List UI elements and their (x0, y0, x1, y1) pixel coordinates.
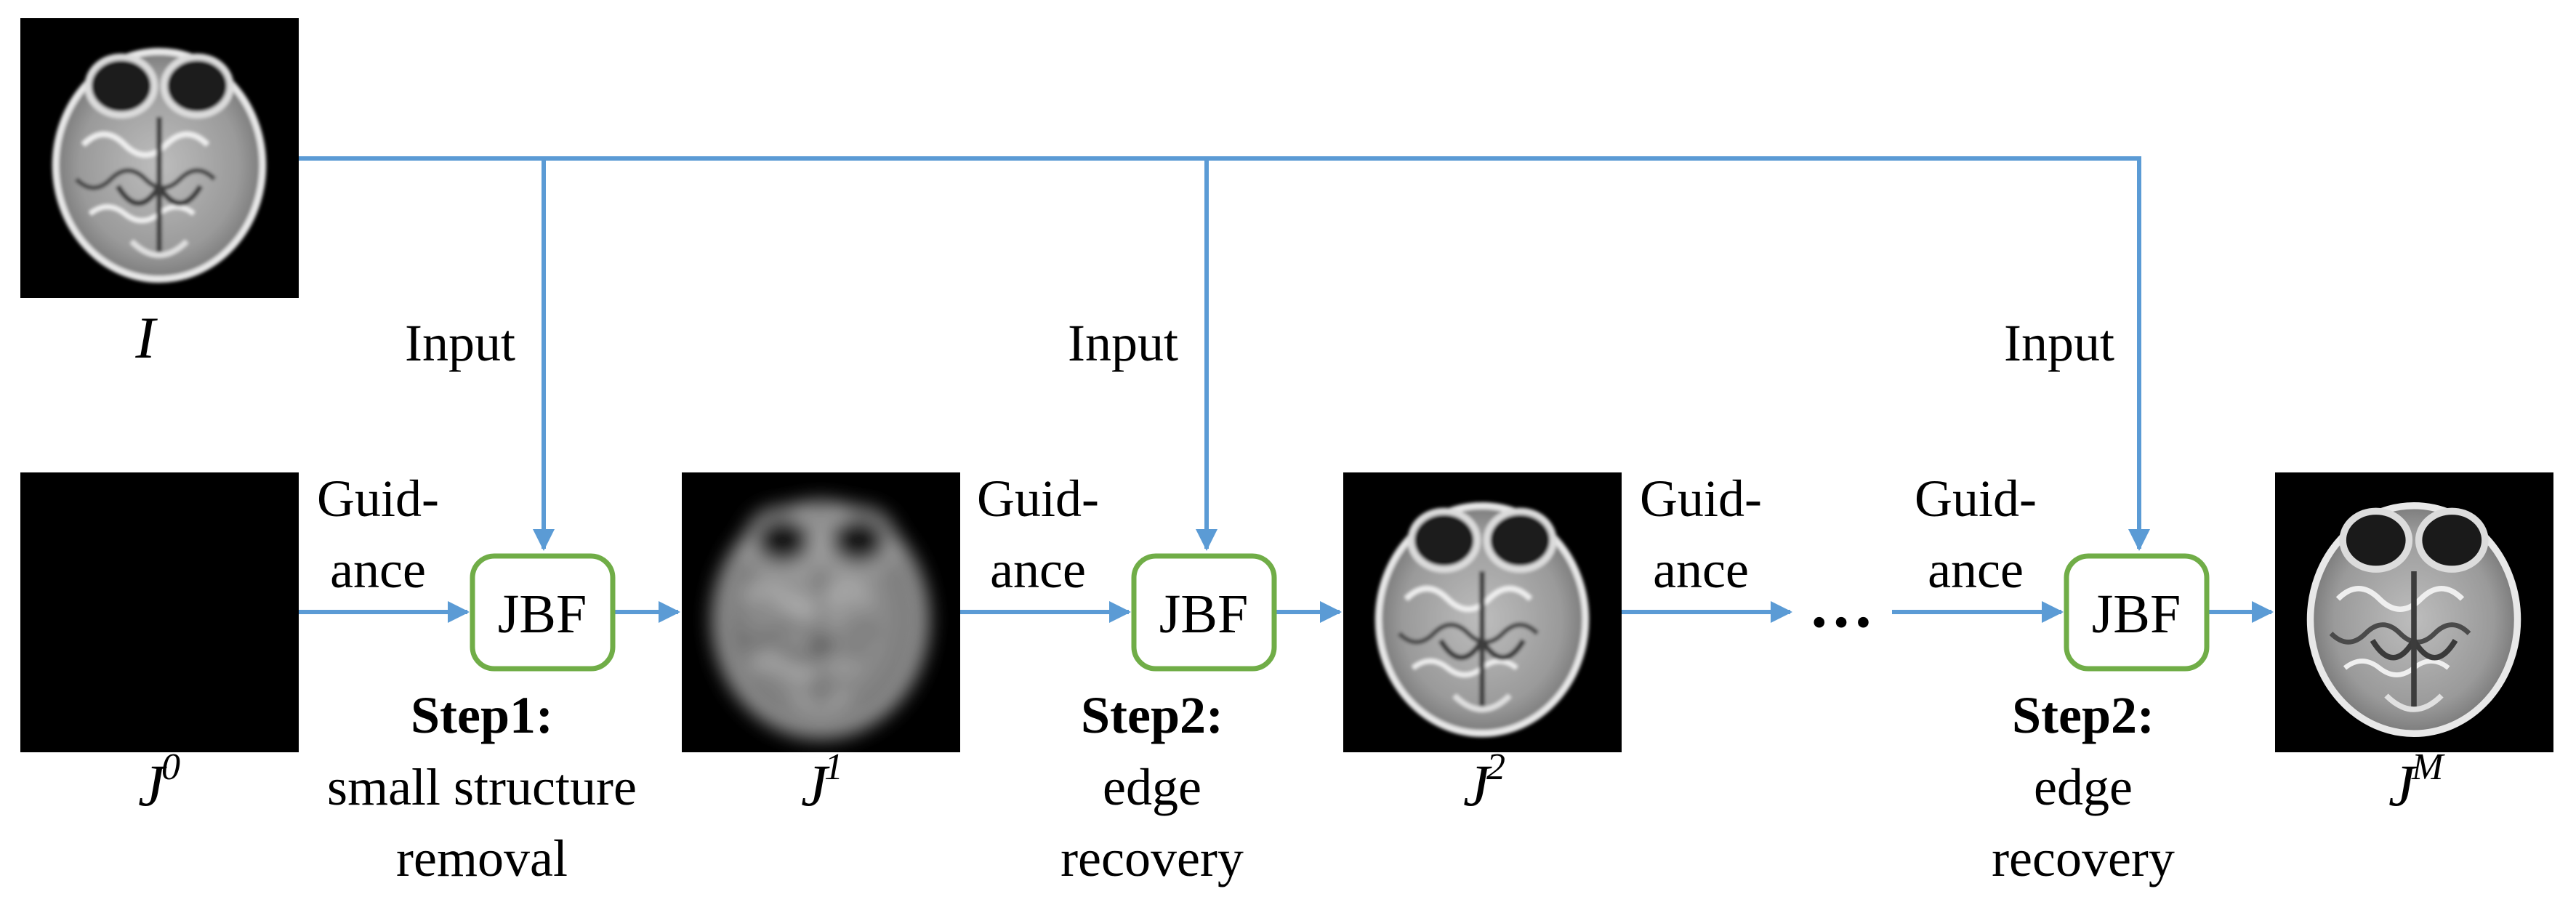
label-I: I (134, 305, 158, 371)
label-JM: J M (2388, 746, 2445, 818)
guidance-label-2-line2: ance (990, 541, 1086, 599)
label-J0-base: J (138, 752, 167, 818)
jbf-node-1: JBF (470, 553, 616, 672)
step2-desc-line1: edge (1103, 758, 1202, 816)
jbf-label-2: JBF (1159, 584, 1249, 645)
step2-title: Step2: (1081, 686, 1223, 744)
label-J1-base: J (801, 752, 830, 818)
jbf-label-1: JBF (498, 584, 587, 645)
jbf-node-2: JBF (1131, 553, 1277, 672)
input-connector-lines (299, 156, 2150, 551)
image-JM (2275, 472, 2553, 752)
image-J2 (1343, 472, 1622, 752)
guidance-label-4-line2: ance (1928, 541, 2024, 599)
step1-desc-line2: removal (396, 829, 568, 887)
step1-title: Step1: (411, 686, 553, 744)
label-J2: J 2 (1463, 746, 1505, 818)
label-JM-base: J (2388, 752, 2418, 818)
guidance-label-4-line1: Guid- (1915, 470, 2037, 528)
guidance-label-3-line1: Guid- (1640, 470, 1762, 528)
label-J2-sup: 2 (1486, 746, 1505, 788)
jbf-label-3: JBF (2092, 584, 2181, 645)
image-J0 (20, 472, 299, 752)
guidance-label-1-line2: ance (330, 541, 426, 599)
step1-desc-line1: small structure (327, 758, 637, 816)
label-J1-sup: 1 (824, 746, 843, 788)
step3-desc-line2: recovery (1992, 829, 2175, 887)
guidance-label-1-line1: Guid- (317, 470, 439, 528)
ellipsis: … (1808, 569, 1874, 641)
input-label-3: Input (2004, 314, 2114, 372)
label-JM-sup: M (2411, 746, 2445, 788)
input-label-2: Input (1068, 314, 1178, 372)
step3-title: Step2: (2012, 686, 2154, 744)
guidance-label-2-line1: Guid- (977, 470, 1099, 528)
jbf-node-3: JBF (2064, 553, 2210, 672)
step3-desc-line1: edge (2034, 758, 2133, 816)
label-J0: J 0 (138, 746, 180, 818)
guidance-label-3-line2: ance (1653, 541, 1749, 599)
label-J0-sup: 0 (161, 746, 180, 788)
image-input-I (20, 18, 299, 298)
input-label-1: Input (405, 314, 515, 372)
label-J1: J 1 (801, 746, 843, 818)
label-J2-base: J (1463, 752, 1492, 818)
image-J1 (682, 472, 960, 752)
step2-desc-line2: recovery (1060, 829, 1244, 887)
